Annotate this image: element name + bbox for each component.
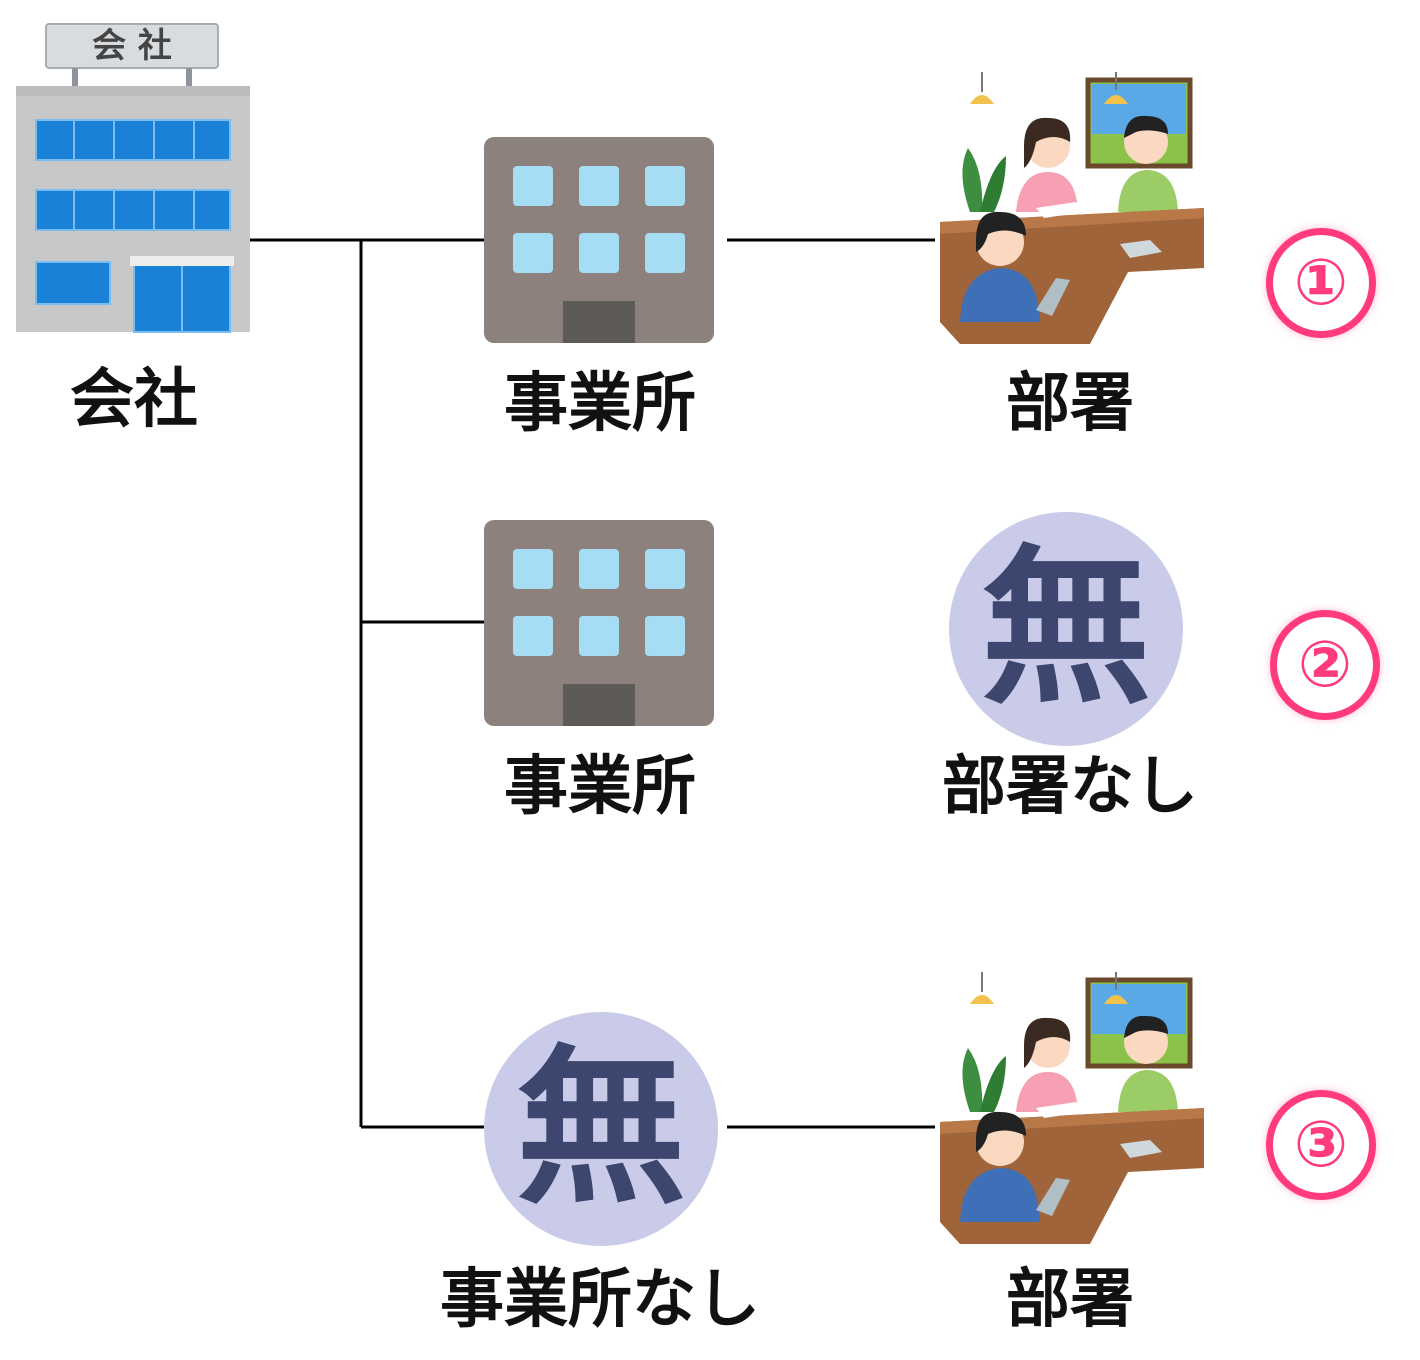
none-glyph-text: 無 — [980, 530, 1151, 728]
department-label-row2: 部署なし — [942, 750, 1198, 824]
office-label-row3: 事業所なし — [440, 1263, 760, 1337]
company-building-icon — [16, 23, 250, 333]
badge-number-1: ① — [1266, 228, 1376, 338]
no-office-icon — [484, 1012, 718, 1246]
company-sign-text: 会 社 — [92, 26, 172, 66]
no-department-icon — [949, 512, 1183, 746]
company-label: 会社 — [70, 363, 198, 437]
office-building-icon — [484, 137, 714, 343]
department-label-row1: 部署 — [1006, 367, 1134, 441]
badge-number-3: ③ — [1266, 1090, 1376, 1200]
office-label-row1: 事業所 — [504, 367, 696, 441]
none-glyph-text: 無 — [515, 1030, 686, 1228]
department-label-row3: 部署 — [1006, 1263, 1134, 1337]
badge-number-2: ② — [1270, 610, 1380, 720]
department-people-icon — [940, 72, 1204, 344]
office-label-row2: 事業所 — [504, 750, 696, 824]
department-people-icon — [940, 972, 1204, 1244]
office-building-icon — [484, 520, 714, 726]
